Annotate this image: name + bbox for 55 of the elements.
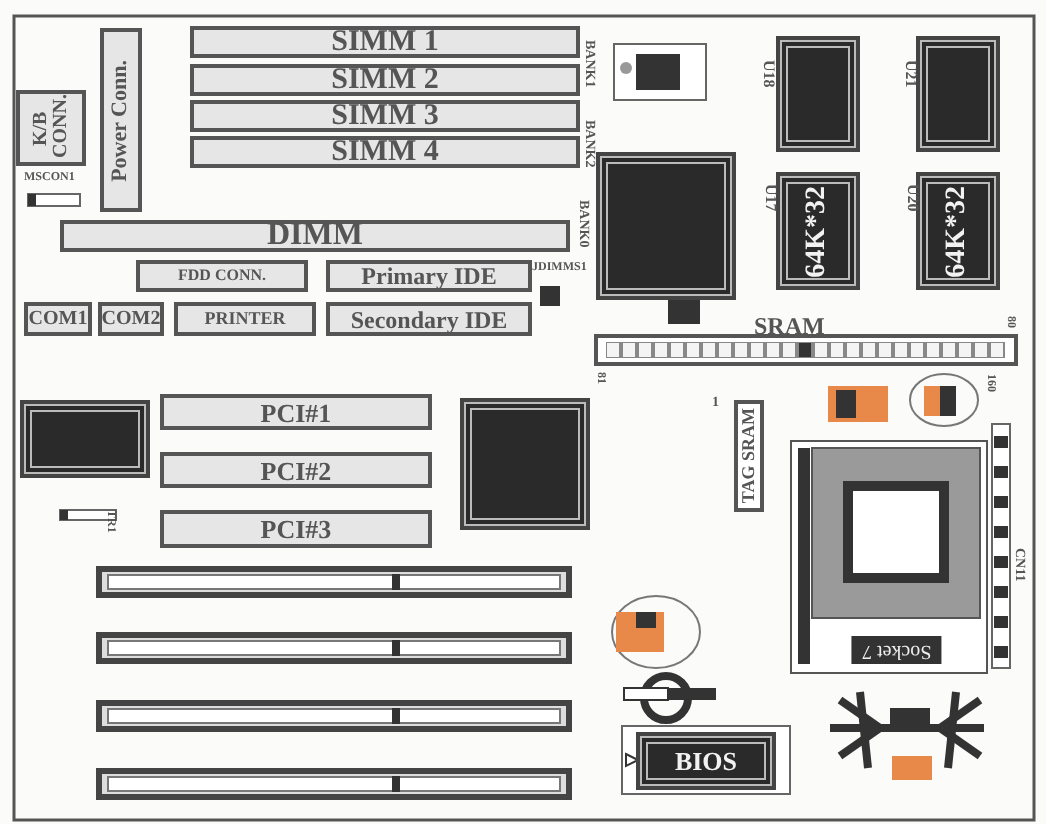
connector-block [98, 302, 164, 336]
chip [780, 176, 856, 286]
component-label: PCI#2 [260, 457, 332, 483]
expansion-slot [96, 632, 572, 664]
component-label: 64K*32 [804, 185, 832, 277]
component-label: Power Conn. [110, 59, 132, 181]
chip [600, 156, 732, 296]
component-label: PCI#3 [260, 516, 332, 542]
component-label: BIOS [674, 748, 738, 774]
component-label: 64K*32 [944, 185, 972, 277]
reference-label: U20 [904, 184, 920, 212]
component-label: PRINTER [204, 310, 286, 328]
component-label: K/B CONN. [31, 98, 71, 158]
connector-block [190, 64, 580, 96]
chip [920, 40, 996, 148]
connector-block [16, 90, 86, 166]
expansion-slot [96, 566, 572, 598]
component-label: SRAM [754, 314, 825, 338]
connector-block [100, 28, 142, 212]
component-label: SIMM 4 [331, 137, 439, 167]
connector-block [326, 302, 532, 336]
chip [464, 402, 586, 526]
connector-block [160, 452, 432, 488]
component-label: Secondary IDE [350, 307, 508, 331]
component-label: Primary IDE [361, 264, 497, 288]
component-label: SIMM 1 [331, 27, 439, 57]
connector-block [190, 136, 580, 168]
reference-label: U21 [902, 60, 918, 88]
component-label: TAG SRAM [740, 408, 758, 504]
connector-block [24, 302, 92, 336]
component-label: FDD CONN. [178, 268, 266, 284]
connector-block [60, 220, 570, 252]
connector-block [326, 260, 532, 292]
expansion-slot [96, 700, 572, 732]
chip [640, 736, 772, 786]
chip [920, 176, 996, 286]
connector-block [136, 260, 308, 292]
connector-block [160, 510, 432, 548]
component-label: SIMM 2 [331, 65, 439, 95]
connector-block [190, 100, 580, 132]
component-label: PCI#1 [260, 399, 332, 425]
connector-block [190, 26, 580, 58]
component-label: COM1 [28, 309, 88, 329]
connector-block [160, 394, 432, 430]
connector-block [174, 302, 316, 336]
connector-block [734, 400, 764, 512]
component-label: SIMM 3 [331, 101, 439, 131]
reference-label: U17 [762, 184, 778, 212]
chip [780, 40, 856, 148]
reference-label: U18 [760, 60, 776, 88]
component-label: COM2 [101, 309, 161, 329]
sram-slot [594, 334, 1018, 366]
chip [24, 404, 146, 474]
expansion-slot [96, 768, 572, 800]
component-label: Socket 7 [852, 636, 942, 664]
